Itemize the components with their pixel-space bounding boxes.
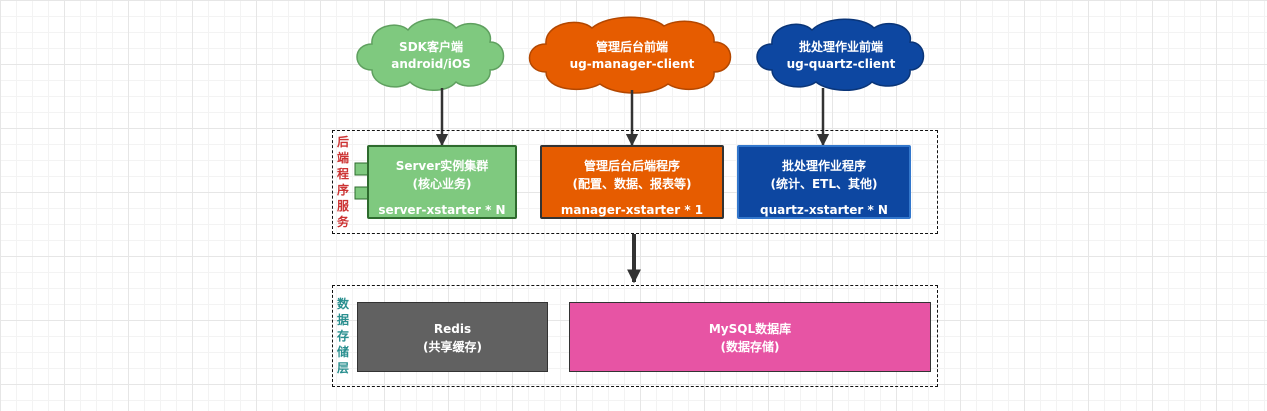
manager-backend-subtitle: (配置、数据、报表等) xyxy=(572,177,692,191)
redis-node[interactable]: Redis (共享缓存) xyxy=(357,302,548,372)
redis-subtitle: (共享缓存) xyxy=(423,340,482,354)
backend-services-group xyxy=(332,130,938,234)
backend-group-label: 后端程序服务 xyxy=(336,135,349,229)
sdk-client-label: SDK客户端 android/iOS xyxy=(372,39,490,73)
server-cluster-node[interactable]: Server实例集群 (核心业务) server-xstarter * N xyxy=(367,145,517,219)
server-cluster-artifact: server-xstarter * N xyxy=(378,203,506,217)
manager-client-title: 管理后台前端 xyxy=(595,40,668,54)
server-cluster-subtitle: (核心业务) xyxy=(412,177,472,191)
mysql-node[interactable]: MySQL数据库 (数据存储) xyxy=(569,302,931,372)
quartz-client-cloud[interactable] xyxy=(756,18,925,91)
quartz-client-subtitle: ug-quartz-client xyxy=(786,57,896,71)
mysql-subtitle: (数据存储) xyxy=(720,340,780,354)
server-cluster-title: Server实例集群 xyxy=(395,159,489,173)
manager-client-subtitle: ug-manager-client xyxy=(569,57,695,71)
quartz-client-title: 批处理作业前端 xyxy=(798,40,883,54)
quartz-client-label: 批处理作业前端 ug-quartz-client xyxy=(772,39,910,73)
sdk-client-cloud[interactable] xyxy=(356,18,505,91)
mysql-title: MySQL数据库 xyxy=(708,322,792,336)
quartz-job-node[interactable]: 批处理作业程序 (统计、ETL、其他) quartz-xstarter * N xyxy=(737,145,911,219)
quartz-job-artifact: quartz-xstarter * N xyxy=(760,203,888,217)
manager-client-label: 管理后台前端 ug-manager-client xyxy=(548,39,716,73)
manager-client-cloud[interactable] xyxy=(528,16,732,94)
quartz-job-title: 批处理作业程序 xyxy=(781,159,866,173)
data-storage-group xyxy=(332,285,938,387)
sdk-client-subtitle: android/iOS xyxy=(391,57,471,71)
manager-backend-artifact: manager-xstarter * 1 xyxy=(560,203,704,217)
manager-backend-title: 管理后台后端程序 xyxy=(583,159,680,173)
manager-backend-node[interactable]: 管理后台后端程序 (配置、数据、报表等) manager-xstarter * … xyxy=(540,145,724,219)
storage-group-label: 数据存储层 xyxy=(336,297,349,375)
redis-title: Redis xyxy=(433,322,472,336)
quartz-job-subtitle: (统计、ETL、其他) xyxy=(770,177,878,191)
sdk-client-title: SDK客户端 xyxy=(399,40,463,54)
